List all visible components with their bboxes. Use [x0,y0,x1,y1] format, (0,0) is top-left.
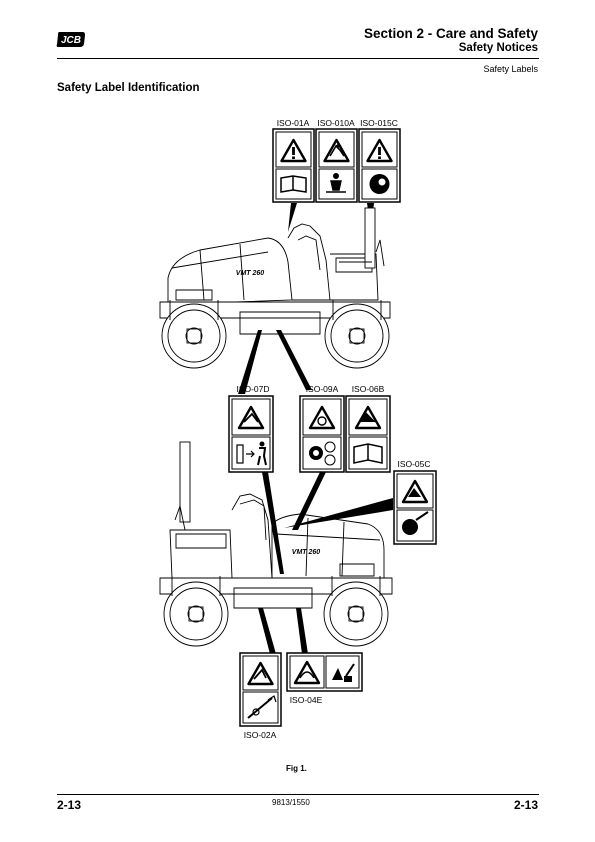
roller-machine-upper [159,207,391,369]
footer-rule [57,794,539,795]
roller-machine-lower [159,441,393,647]
label-iso-04e [286,652,363,692]
document-number: 9813/1550 [272,798,310,807]
page-heading: Safety Label Identification [57,82,200,94]
label-iso-01a [272,128,315,203]
header-rule [57,58,539,59]
label-iso-05c [393,470,437,545]
label-text-iso-07d: ISO-07D [236,384,269,394]
label-text-iso-015c: ISO-015C [360,118,398,128]
page-number-right: 2-13 [513,798,538,812]
label-iso-09a [299,395,345,473]
label-text-iso-04e: ISO-04E [290,695,323,705]
section-subtitle: Safety Notices [458,42,538,54]
label-text-iso-06b: ISO-06B [352,384,385,394]
label-iso-02a [239,652,282,727]
subsection-label: Safety Labels [483,64,538,74]
label-iso-010a [315,128,358,203]
machine-badge-lower: VMT 260 [292,549,321,556]
svg-text:JCB: JCB [61,35,81,46]
section-title: Section 2 - Care and Safety [363,26,538,41]
label-text-iso-01a: ISO-01A [277,118,310,128]
label-iso-07d [228,395,274,473]
figure-caption: Fig 1. [286,764,307,773]
label-iso-06b [345,395,391,473]
page-number-left: 2-13 [57,798,82,812]
label-text-iso-05c: ISO-05C [397,459,430,469]
machine-badge-upper: VMT 260 [236,270,265,277]
label-text-iso-02a: ISO-02A [244,730,277,740]
label-iso-015c [358,128,401,203]
label-text-iso-09a: ISO-09A [306,384,339,394]
jcb-logo: JCB [56,32,85,47]
label-text-iso-010a: ISO-010A [317,118,355,128]
